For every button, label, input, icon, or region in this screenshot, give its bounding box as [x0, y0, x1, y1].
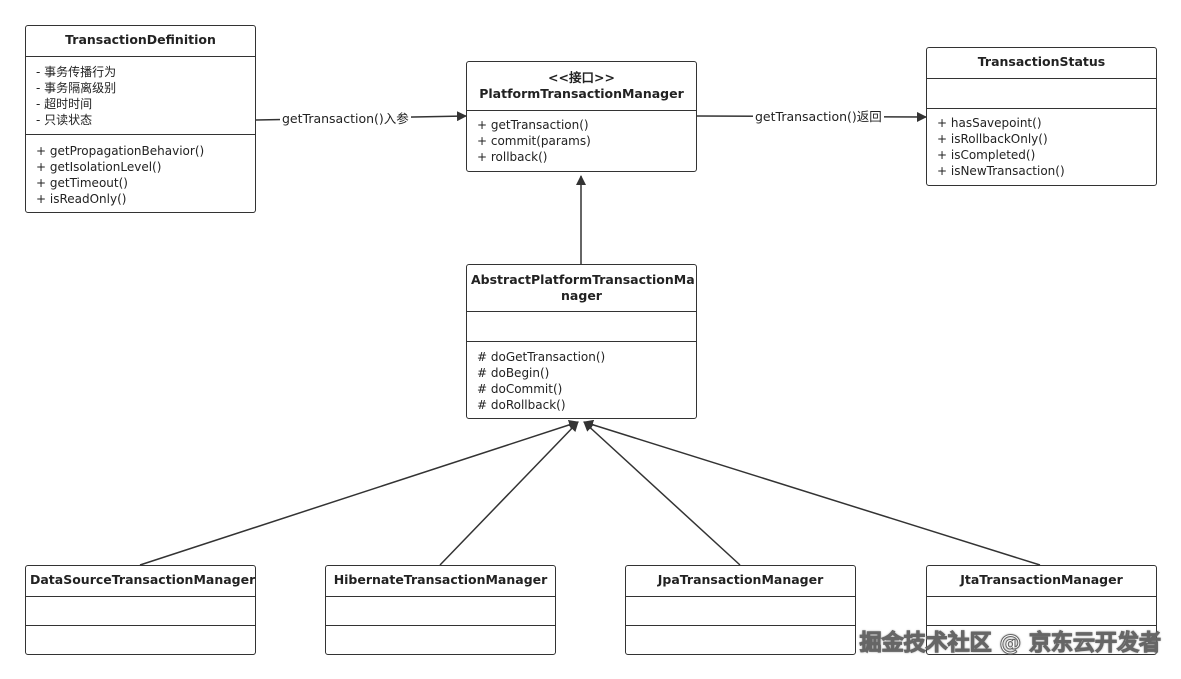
class-transaction-status[interactable]: TransactionStatus + hasSavepoint() + isR…	[926, 47, 1157, 186]
method: # doRollback()	[477, 398, 566, 412]
edge-hibernate-to-abstract	[439, 421, 579, 566]
edge-jpa-to-abstract	[583, 421, 741, 566]
class-jpa-transaction-manager[interactable]: JpaTransactionManager	[625, 565, 856, 655]
methods-section	[326, 626, 555, 634]
method: + isNewTransaction()	[937, 164, 1065, 178]
attributes-section	[927, 79, 1156, 109]
methods-section	[626, 626, 855, 634]
class-jta-transaction-manager[interactable]: JtaTransactionManager	[926, 565, 1157, 655]
attribute: - 超时时间	[36, 97, 93, 111]
class-abstract-platform-transaction-manager[interactable]: AbstractPlatformTransactionMa nager # do…	[466, 264, 697, 419]
class-title: TransactionStatus	[927, 48, 1156, 79]
methods-section	[26, 626, 255, 634]
methods-section: + getTransaction() + commit(params) + ro…	[467, 111, 696, 169]
method: + getPropagationBehavior()	[36, 144, 205, 158]
edge-label-definition-to-platform: getTransaction()入参	[280, 111, 411, 127]
methods-section: + getPropagationBehavior() + getIsolatio…	[26, 135, 255, 211]
method: + hasSavepoint()	[937, 116, 1042, 130]
class-title: DataSourceTransactionManager	[26, 566, 255, 597]
watermark: 掘金技术社区 @ 京东云开发者	[859, 631, 1161, 657]
method: + isRollbackOnly()	[937, 132, 1048, 146]
attributes-section	[326, 597, 555, 626]
method: # doGetTransaction()	[477, 350, 606, 364]
class-hibernate-transaction-manager[interactable]: HibernateTransactionManager	[325, 565, 556, 655]
attributes-section	[927, 597, 1156, 626]
attributes-section	[467, 312, 696, 342]
class-title: JpaTransactionManager	[626, 566, 855, 597]
class-title: <<接口>> PlatformTransactionManager	[467, 62, 696, 111]
stereotype-label: <<接口>>	[548, 70, 615, 85]
class-transaction-definition[interactable]: TransactionDefinition - 事务传播行为 - 事务隔离级别 …	[25, 25, 256, 213]
attributes-section	[626, 597, 855, 626]
method: + getIsolationLevel()	[36, 160, 162, 174]
method: + getTransaction()	[477, 118, 589, 132]
methods-section: # doGetTransaction() # doBegin() # doCom…	[467, 342, 696, 417]
class-datasource-transaction-manager[interactable]: DataSourceTransactionManager	[25, 565, 256, 655]
attributes-section: - 事务传播行为 - 事务隔离级别 - 超时时间 - 只读状态	[26, 57, 255, 135]
class-title: HibernateTransactionManager	[326, 566, 555, 597]
attribute: - 只读状态	[36, 113, 93, 127]
method: + rollback()	[477, 150, 548, 164]
class-title: AbstractPlatformTransactionMa nager	[467, 265, 696, 312]
method: + isReadOnly()	[36, 192, 127, 206]
method: + commit(params)	[477, 134, 591, 148]
method: # doBegin()	[477, 366, 550, 380]
attribute: - 事务传播行为	[36, 65, 117, 79]
class-platform-transaction-manager[interactable]: <<接口>> PlatformTransactionManager + getT…	[466, 61, 697, 172]
edge-datasource-to-abstract	[139, 420, 579, 566]
edge-jta-to-abstract	[583, 419, 1041, 566]
methods-section: + hasSavepoint() + isRollbackOnly() + is…	[927, 109, 1156, 183]
attribute: - 事务隔离级别	[36, 81, 117, 95]
method: + isCompleted()	[937, 148, 1036, 162]
edge-label-platform-to-status: getTransaction()返回	[753, 109, 884, 125]
method: # doCommit()	[477, 382, 563, 396]
attributes-section	[26, 597, 255, 626]
class-title: JtaTransactionManager	[927, 566, 1156, 597]
method: + getTimeout()	[36, 176, 128, 190]
class-title: TransactionDefinition	[26, 26, 255, 57]
